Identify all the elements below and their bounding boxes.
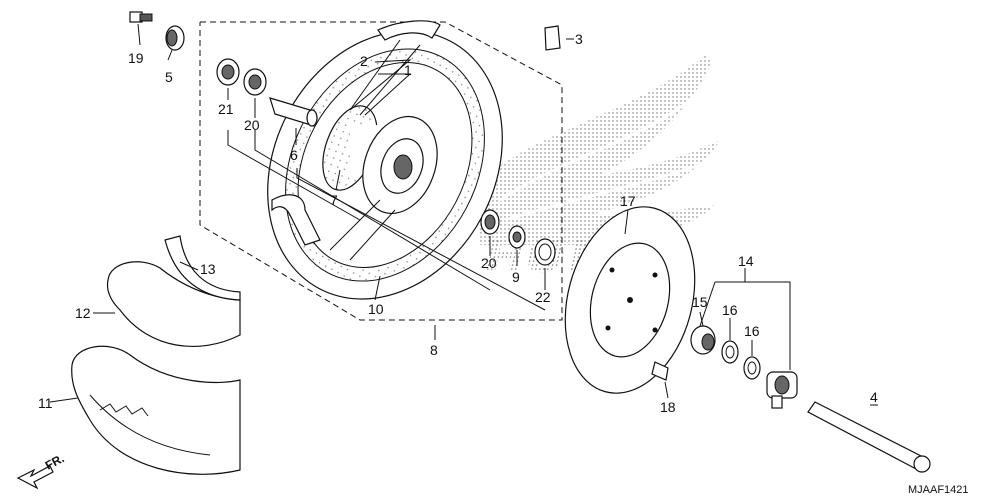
gear-housing-14	[766, 371, 798, 409]
label-3: 3	[575, 31, 583, 47]
bolt-19	[129, 11, 153, 23]
label-22: 22	[535, 289, 551, 305]
diagram-code: MJAAF1421	[908, 484, 969, 496]
label-5: 5	[165, 69, 173, 85]
leader-lines	[49, 23, 878, 406]
label-10: 10	[368, 301, 384, 317]
rim-band-13	[164, 235, 241, 301]
distance-collar-6	[269, 97, 318, 127]
label-15: 15	[692, 294, 708, 310]
brake-disc-17	[564, 206, 696, 394]
bearing-20-left	[243, 68, 267, 96]
label-2: 2	[360, 53, 368, 69]
tube-12	[106, 261, 241, 348]
label-16b: 16	[744, 323, 760, 339]
label-6: 6	[290, 147, 298, 163]
washer-16b	[743, 356, 761, 380]
front-axle-4	[807, 401, 931, 473]
wheel-rim	[267, 30, 503, 300]
label-9: 9	[512, 269, 520, 285]
label-13: 13	[200, 261, 216, 277]
label-19: 19	[128, 50, 144, 66]
gear-box-15	[690, 325, 716, 355]
label-16a: 16	[722, 302, 738, 318]
label-11: 11	[38, 395, 53, 411]
label-18: 18	[660, 399, 676, 415]
bearing-21	[216, 58, 240, 86]
bearing-20-right	[480, 209, 500, 235]
part-labels: 1 2 3 4 5 6 7 8 9 10 11 12 13 14 15 16 1…	[38, 31, 878, 415]
label-1: 1	[404, 62, 412, 78]
label-8: 8	[430, 342, 438, 358]
tire-11	[71, 345, 241, 475]
label-12: 12	[75, 305, 91, 321]
front-arrow-icon	[16, 465, 54, 490]
cap-3	[544, 25, 561, 51]
front-direction-indicator: FR.	[16, 451, 66, 490]
dust-seal-22	[534, 238, 556, 266]
label-20b: 20	[481, 255, 497, 271]
wheel-assembly-boundary	[199, 21, 563, 321]
disc-bolt-18	[651, 361, 669, 381]
rim-band-parts	[271, 20, 441, 246]
collar-5	[165, 25, 185, 51]
label-17: 17	[620, 193, 636, 209]
gear-retainer-9	[508, 225, 526, 249]
label-20a: 20	[244, 117, 260, 133]
label-4: 4	[870, 389, 878, 405]
label-21: 21	[218, 101, 234, 117]
washer-16a	[721, 340, 739, 364]
label-7: 7	[330, 192, 338, 208]
label-14: 14	[738, 253, 754, 269]
